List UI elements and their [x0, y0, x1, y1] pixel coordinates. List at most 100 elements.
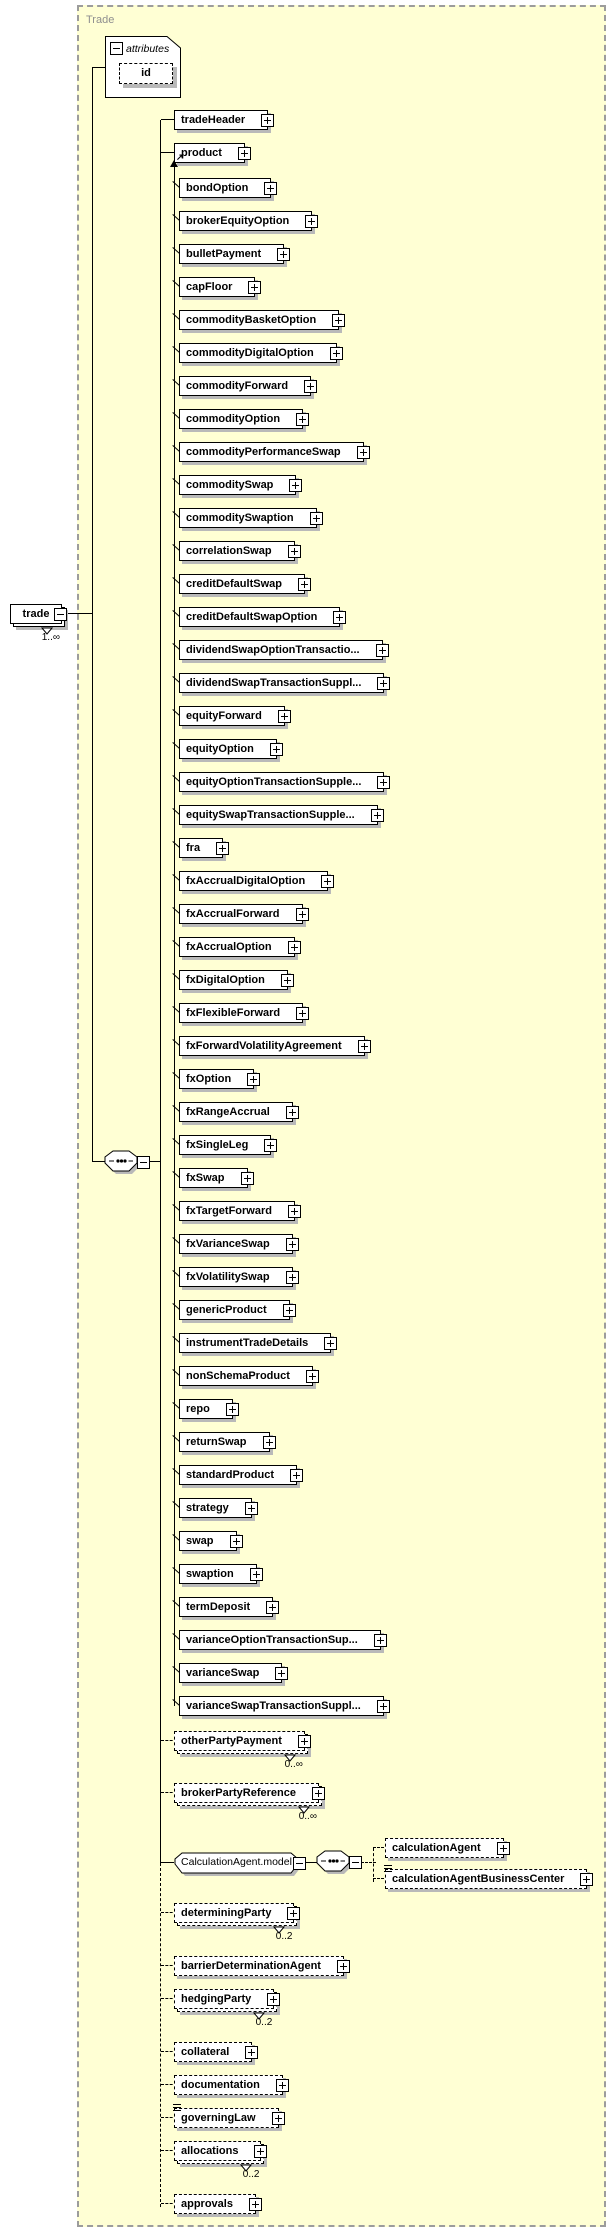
element-dividendSwapTransactionSuppl[interactable]: dividendSwapTransactionSuppl... — [179, 673, 391, 693]
element-fxDigitalOption[interactable]: fxDigitalOption — [179, 970, 294, 990]
expand-icon[interactable] — [324, 1337, 338, 1350]
element-tradeHeader[interactable]: tradeHeader — [174, 110, 275, 130]
element-correlationSwap[interactable]: correlationSwap — [179, 541, 301, 561]
expand-icon[interactable] — [264, 1139, 278, 1152]
element-nonSchemaProduct[interactable]: nonSchemaProduct — [179, 1366, 319, 1386]
expand-icon[interactable] — [356, 446, 370, 459]
element-repo[interactable]: repo — [179, 1399, 239, 1419]
element-creditDefaultSwapOption[interactable]: creditDefaultSwapOption — [179, 607, 347, 627]
element-fxVolatilitySwap[interactable]: fxVolatilitySwap — [179, 1267, 299, 1287]
expand-icon[interactable] — [329, 347, 343, 360]
element-strategy[interactable]: strategy — [179, 1498, 258, 1518]
element-bulletPayment[interactable]: bulletPayment — [179, 244, 291, 264]
element-product[interactable]: product↗ — [174, 143, 251, 163]
element-governingLaw[interactable]: governingLaw — [173, 2104, 285, 2128]
element-capFloor[interactable]: capFloor — [179, 277, 262, 297]
expand-icon[interactable] — [377, 677, 391, 690]
expand-icon[interactable] — [285, 1106, 299, 1119]
collapse-icon[interactable] — [293, 1857, 306, 1870]
element-fxFlexibleForward[interactable]: fxFlexibleForward — [179, 1003, 310, 1023]
element-fxAccrualForward[interactable]: fxAccrualForward — [179, 904, 309, 924]
element-returnSwap[interactable]: returnSwap — [179, 1432, 276, 1452]
expand-icon[interactable] — [264, 182, 278, 195]
element-commoditySwap[interactable]: commoditySwap — [179, 475, 303, 495]
expand-icon[interactable] — [271, 2112, 285, 2125]
element-fxSingleLeg[interactable]: fxSingleLeg — [179, 1135, 278, 1155]
element-calculationAgentBusinessCenter[interactable]: calculationAgentBusinessCenter — [384, 1865, 594, 1889]
element-fxTargetForward[interactable]: fxTargetForward — [179, 1201, 301, 1221]
expand-icon[interactable] — [275, 1667, 289, 1680]
collapse-icon[interactable] — [110, 42, 123, 55]
element-termDeposit[interactable]: termDeposit — [179, 1597, 280, 1617]
expand-icon[interactable] — [496, 1842, 510, 1855]
attribute-id[interactable]: id — [119, 63, 173, 84]
element-documentation[interactable]: documentation — [174, 2075, 289, 2095]
expand-icon[interactable] — [376, 1700, 390, 1713]
expand-icon[interactable] — [373, 1634, 387, 1647]
expand-icon[interactable] — [245, 2046, 259, 2059]
expand-icon[interactable] — [295, 908, 309, 921]
expand-icon[interactable] — [229, 1535, 243, 1548]
sequence-indicator[interactable] — [104, 1150, 154, 1176]
attributes-group-box[interactable]: attributes id — [105, 36, 185, 102]
expand-icon[interactable] — [266, 1601, 280, 1614]
expand-icon[interactable] — [332, 314, 346, 327]
element-commodityOption[interactable]: commodityOption — [179, 409, 310, 429]
expand-icon[interactable] — [297, 1735, 311, 1748]
collapse-icon[interactable] — [349, 1856, 362, 1869]
expand-icon[interactable] — [287, 1907, 301, 1920]
expand-icon[interactable] — [289, 479, 303, 492]
element-calculationAgent[interactable]: calculationAgent — [385, 1838, 510, 1858]
expand-icon[interactable] — [216, 842, 230, 855]
expand-icon[interactable] — [248, 281, 262, 294]
expand-icon[interactable] — [269, 743, 283, 756]
expand-icon[interactable] — [249, 1568, 263, 1581]
expand-icon[interactable] — [248, 2198, 262, 2211]
expand-icon[interactable] — [247, 1073, 261, 1086]
expand-icon[interactable] — [277, 710, 291, 723]
element-commodityDigitalOption[interactable]: commodityDigitalOption — [179, 343, 343, 363]
expand-icon[interactable] — [237, 147, 251, 160]
expand-icon[interactable] — [305, 215, 319, 228]
element-fxOption[interactable]: fxOption — [179, 1069, 261, 1089]
element-equityOptionTransactionSupple[interactable]: equityOptionTransactionSupple... — [179, 772, 391, 792]
expand-icon[interactable] — [244, 1502, 258, 1515]
expand-icon[interactable] — [280, 974, 294, 987]
element-approvals[interactable]: approvals — [174, 2194, 262, 2214]
expand-icon[interactable] — [285, 1238, 299, 1251]
element-varianceSwapTransactionSuppl[interactable]: varianceSwapTransactionSuppl... — [179, 1696, 390, 1716]
expand-icon[interactable] — [287, 941, 301, 954]
expand-icon[interactable] — [311, 1787, 325, 1800]
element-standardProduct[interactable]: standardProduct — [179, 1465, 304, 1485]
element-fxAccrualOption[interactable]: fxAccrualOption — [179, 937, 301, 957]
element-genericProduct[interactable]: genericProduct — [179, 1300, 296, 1320]
expand-icon[interactable] — [285, 1271, 299, 1284]
expand-icon[interactable] — [297, 578, 311, 591]
model-group-calculation-agent[interactable]: CalculationAgent.model — [174, 1852, 306, 1878]
element-varianceSwap[interactable]: varianceSwap — [179, 1663, 289, 1683]
expand-icon[interactable] — [321, 875, 335, 888]
element-commodityPerformanceSwap[interactable]: commodityPerformanceSwap — [179, 442, 370, 462]
element-commoditySwaption[interactable]: commoditySwaption — [179, 508, 323, 528]
element-swaption[interactable]: swaption — [179, 1564, 263, 1584]
expand-icon[interactable] — [296, 1007, 310, 1020]
expand-icon[interactable] — [262, 1436, 276, 1449]
element-collateral[interactable]: collateral — [174, 2042, 259, 2062]
element-brokerEquityOption[interactable]: brokerEquityOption — [179, 211, 319, 231]
collapse-icon[interactable] — [137, 1156, 150, 1169]
expand-icon[interactable] — [305, 1370, 319, 1383]
element-fxAccrualDigitalOption[interactable]: fxAccrualDigitalOption — [179, 871, 335, 891]
expand-icon[interactable] — [240, 1172, 254, 1185]
expand-icon[interactable] — [277, 248, 291, 261]
element-instrumentTradeDetails[interactable]: instrumentTradeDetails — [179, 1333, 338, 1353]
expand-icon[interactable] — [357, 1040, 371, 1053]
element-fxForwardVolatilityAgreement[interactable]: fxForwardVolatilityAgreement — [179, 1036, 371, 1056]
expand-icon[interactable] — [254, 2145, 268, 2158]
element-dividendSwapOptionTransactio[interactable]: dividendSwapOptionTransactio... — [179, 640, 389, 660]
expand-icon[interactable] — [287, 545, 301, 558]
expand-icon[interactable] — [290, 1469, 304, 1482]
